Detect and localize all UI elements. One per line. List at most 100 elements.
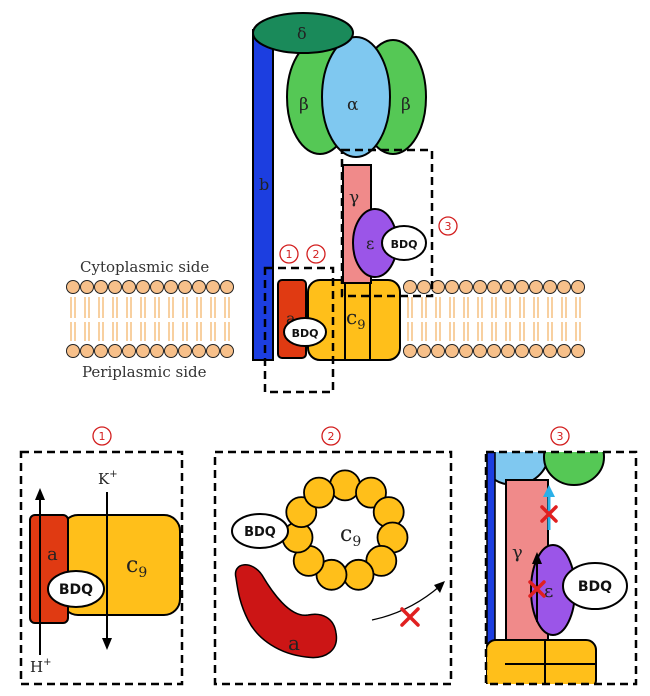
lipid-head: [192, 344, 206, 358]
panel-3-b-stalk: [486, 452, 496, 684]
lipid-head: [164, 280, 178, 294]
marker-2: 2: [306, 244, 326, 264]
panel-3: 3 γ ε BDQ: [484, 426, 638, 686]
panel-3-title: 3: [557, 430, 564, 443]
delta-subunit: [252, 12, 354, 54]
c9-ring-top-view: [281, 469, 409, 591]
lipid-head: [150, 344, 164, 358]
lipid-head: [80, 280, 94, 294]
bdq-label: BDQ: [292, 327, 319, 340]
panel-2-a-subunit: [234, 564, 338, 659]
alpha-label: α: [347, 95, 359, 115]
panel-3-beta: [543, 452, 605, 486]
lipid-head: [417, 280, 431, 294]
svg-text:1: 1: [286, 248, 293, 261]
panel-1-a-label: a: [47, 544, 58, 565]
lipid-head: [501, 344, 515, 358]
svg-text:2: 2: [313, 248, 320, 261]
a-subunit-label: a: [286, 309, 296, 328]
panel-3-bdq-label: BDQ: [578, 579, 612, 595]
lipid-head: [178, 344, 192, 358]
panel-2-c9-label: c9: [340, 522, 361, 550]
epsilon-movement-arrow-head: [532, 552, 542, 564]
h-plus-label: H+: [30, 657, 51, 676]
panel-3-gamma-label: γ: [512, 542, 523, 563]
blocked-x-icon: [540, 505, 558, 523]
panel-1-bdq: [47, 570, 105, 608]
lipid-head: [206, 280, 220, 294]
lipid-head: [571, 344, 585, 358]
svg-text:3: 3: [445, 220, 452, 233]
lipid-head: [403, 344, 417, 358]
lipid-head: [459, 344, 473, 358]
lipid-head: [515, 344, 529, 358]
lipid-head: [501, 280, 515, 294]
lipid-head: [459, 280, 473, 294]
lipid-head: [431, 280, 445, 294]
bdq-at-epsilon: [381, 225, 427, 261]
c9-label: c9: [346, 305, 365, 333]
blue-arrow-head: [543, 485, 555, 497]
lipid-head: [543, 344, 557, 358]
panel-1-frame: [19, 450, 184, 686]
beta-left-label: β: [299, 95, 309, 115]
lipid-head: [206, 344, 220, 358]
cytoplasmic-side-label: Cytoplasmic side: [80, 258, 209, 276]
panel-1-a-subunit: [29, 514, 69, 624]
lipid-head: [192, 280, 206, 294]
panel-1-title: 1: [99, 430, 106, 443]
b-stalk: [252, 29, 274, 361]
lipid-head: [417, 344, 431, 358]
lipid-head: [529, 280, 543, 294]
k-plus-label: K+: [98, 469, 118, 488]
lipid-head: [94, 344, 108, 358]
lipid-head: [473, 344, 487, 358]
lipid-head: [557, 344, 571, 358]
lipid-head: [571, 280, 585, 294]
epsilon-label: ε: [366, 234, 374, 253]
lipid-head: [543, 280, 557, 294]
lipid-head: [220, 280, 234, 294]
panel-1: 1 a c9 BDQ H+ K+: [19, 426, 184, 686]
panel-2-title: 2: [328, 430, 335, 443]
lipid-head: [108, 280, 122, 294]
alpha-subunit: [321, 36, 391, 158]
dashed-region-3: [340, 148, 434, 298]
lipid-head: [473, 280, 487, 294]
lipid-head: [487, 280, 501, 294]
lipid-head: [515, 280, 529, 294]
rotation-arrow: [371, 585, 441, 621]
lipid-head: [557, 280, 571, 294]
lipid-head: [136, 280, 150, 294]
c-subunit-bead: [342, 558, 375, 591]
lipid-head: [122, 344, 136, 358]
panel-2-a-label: a: [288, 631, 300, 655]
lipid-head: [529, 344, 543, 358]
panel-3-frame: [484, 450, 638, 686]
h-plus-arrow: [35, 488, 45, 500]
c-subunit-bead: [365, 545, 398, 577]
delta-label: δ: [297, 24, 307, 43]
panel-3-epsilon-label: ε: [544, 581, 553, 602]
c-subunit-bead: [315, 558, 348, 591]
gamma-label: γ: [349, 188, 359, 208]
blocked-x-icon: [528, 580, 546, 598]
panel-2-bdq-label: BDQ: [244, 525, 276, 540]
lipid-head: [94, 280, 108, 294]
k-plus-arrow: [102, 638, 112, 650]
panel-3-bdq: [562, 562, 628, 610]
panel-1-c9-label: c9: [126, 553, 147, 581]
panel-2: 2 c9 BDQ a: [213, 426, 453, 686]
lipid-head: [136, 344, 150, 358]
lipid-head: [66, 344, 80, 358]
blocked-x-icon: [400, 607, 420, 627]
lipid-bilayer: [66, 280, 585, 358]
lipid-head: [108, 344, 122, 358]
marker-1: 1: [279, 244, 299, 264]
lipid-head: [403, 280, 417, 294]
marker-3: 3: [438, 216, 458, 236]
periplasmic-side-label: Periplasmic side: [82, 363, 207, 381]
lipid-head: [220, 344, 234, 358]
lipid-head: [487, 344, 501, 358]
